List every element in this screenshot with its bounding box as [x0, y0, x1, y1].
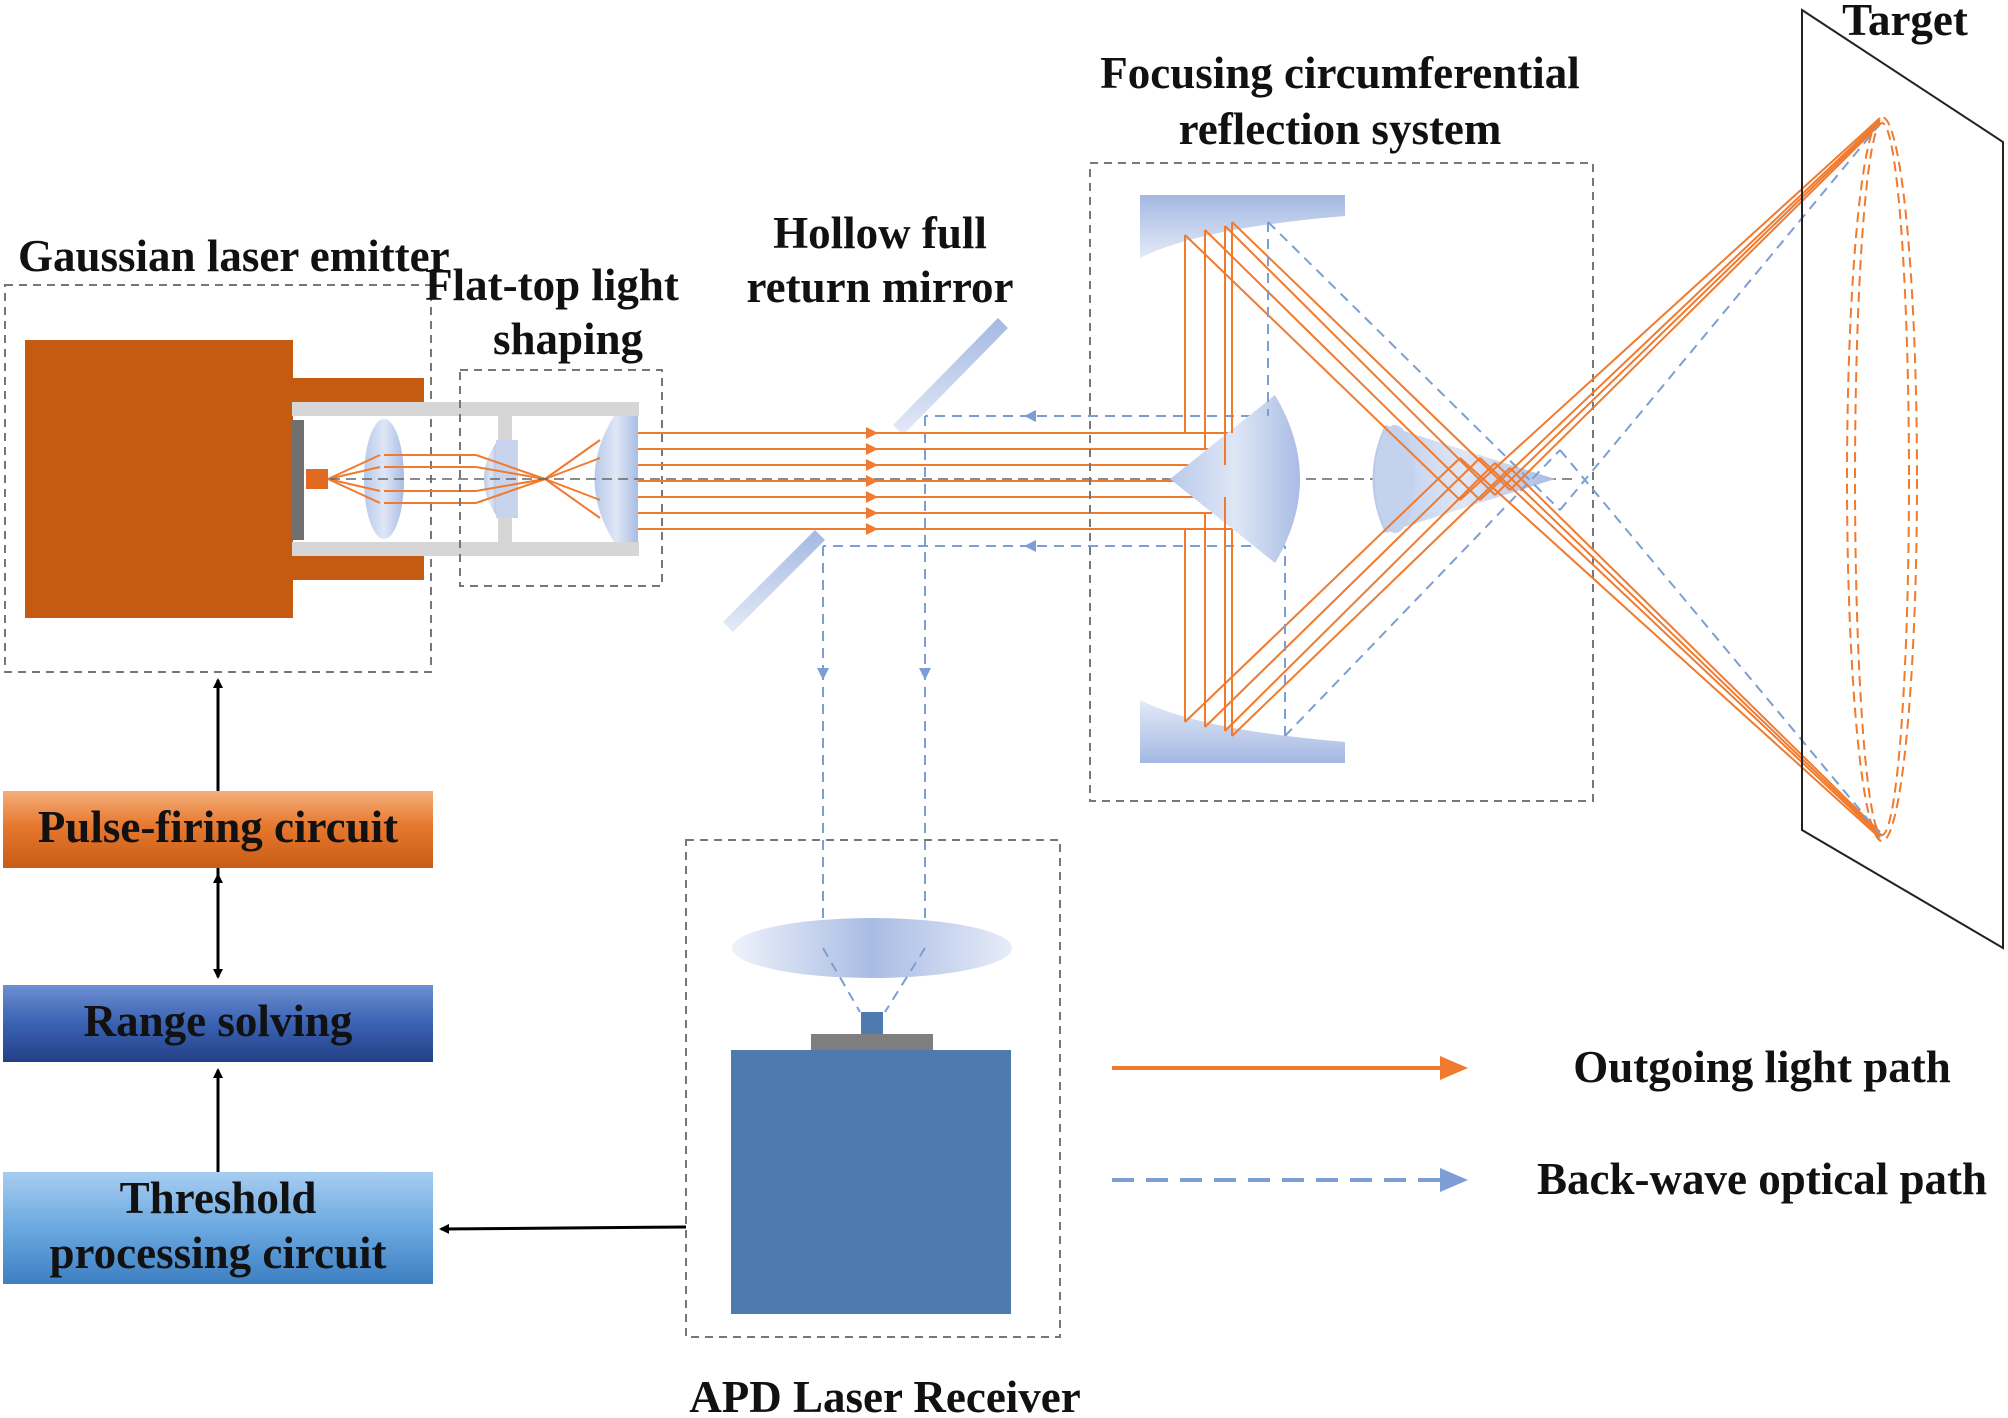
circumferential-mirror-bottom: [1140, 700, 1345, 763]
apd-detector-chip: [861, 1012, 883, 1036]
laser-diode: [306, 469, 328, 489]
apd-label: APD Laser Receiver: [689, 1372, 1081, 1418]
threshold-label-line2: processing circuit: [49, 1228, 386, 1278]
receiver-lens: [732, 918, 1012, 978]
laser-diode-mount: [292, 420, 304, 540]
cone-reflector-2: [1372, 425, 1555, 533]
tube-top: [292, 402, 639, 416]
legend-outgoing-arrow: [1440, 1056, 1468, 1080]
focusing-outline: [1089, 162, 1594, 802]
hollow-label-line2: return mirror: [747, 262, 1014, 312]
hollow-return-mirror: Hollow full return mirror: [723, 208, 1014, 632]
mirror-lower: [723, 530, 825, 632]
target-ring-inner: [1854, 122, 1910, 836]
hollow-label-line1: Hollow full: [773, 208, 987, 258]
backwave-arrowheads: [817, 410, 1036, 680]
target-rays: [1459, 117, 1881, 839]
range-solving-box: [3, 985, 433, 1062]
receiver-focus-rays: [822, 947, 926, 1013]
tube-spacer-bottom: [498, 512, 512, 542]
legend-backwave-arrow: [1440, 1168, 1468, 1192]
emitter-body: [25, 340, 293, 618]
circuit-chain: Pulse-firing circuit Range solving Thres…: [3, 678, 687, 1284]
target-plane: [1801, 8, 2004, 950]
receiver-body: [731, 1050, 1011, 1314]
emitter-top-flange: [290, 378, 424, 402]
legend-outgoing-label: Outgoing light path: [1573, 1042, 1951, 1092]
legend-backwave-label: Back-wave optical path: [1537, 1154, 1987, 1204]
focusing-reflection-system: Focusing circumferential reflection syst…: [1089, 48, 1594, 802]
flat-top-shaping: Flat-top light shaping: [425, 260, 679, 587]
focusing-vertical-rays: [1184, 221, 1511, 737]
emitter-bottom-flange: [290, 556, 424, 580]
flattop-label-line2: shaping: [493, 314, 644, 364]
flattop-outline: [459, 369, 663, 587]
focusing-label-line1: Focusing circumferential: [1100, 48, 1580, 98]
apd-laser-receiver: APD Laser Receiver: [685, 839, 1081, 1418]
arrow-receiver-to-threshold: [439, 1223, 687, 1234]
target-ring-outer: [1846, 116, 1918, 842]
target-backwave-rays: [1559, 117, 1886, 841]
flattop-label-line1: Flat-top light: [425, 260, 679, 310]
focusing-backwave-rays: [1267, 221, 1561, 737]
cone-reflector-1: [1170, 395, 1300, 563]
apd-detector-mount: [811, 1034, 933, 1050]
outgoing-collimated-beam: [638, 432, 1232, 530]
threshold-label-line1: Threshold: [120, 1173, 317, 1223]
backwave-horizontal: [822, 415, 1285, 940]
pulse-firing-box: [3, 791, 433, 868]
target: Target: [1801, 0, 2004, 950]
shaping-beam: [475, 439, 601, 519]
cone-2-base: [1375, 425, 1415, 533]
gaussian-emitter-label: Gaussian laser emitter: [18, 231, 450, 281]
focusing-label-line2: reflection system: [1179, 104, 1502, 154]
beam-arrowheads: [866, 427, 878, 535]
threshold-box: [3, 1172, 433, 1284]
mirror-upper: [893, 318, 1008, 435]
receiver-outline: [685, 839, 1061, 1338]
shaping-lens-right: [594, 416, 638, 542]
legend: Outgoing light path Back-wave optical pa…: [1112, 1042, 1987, 1204]
pulse-firing-label: Pulse-firing circuit: [38, 802, 398, 852]
circumferential-mirror-top: [1140, 195, 1345, 258]
gaussian-laser-emitter: Gaussian laser emitter: [4, 231, 639, 673]
range-solving-label: Range solving: [84, 996, 353, 1046]
target-label: Target: [1842, 0, 1968, 45]
tube-bottom: [292, 542, 639, 556]
